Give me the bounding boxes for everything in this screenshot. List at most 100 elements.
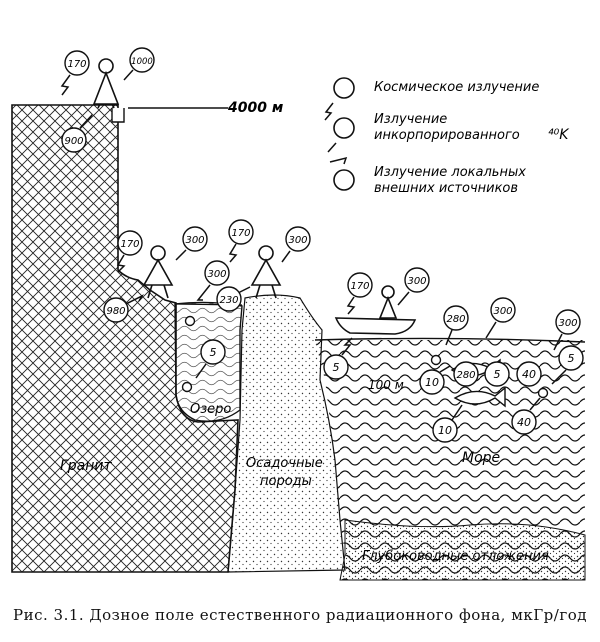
figure-caption: Рис. 3.1. Дозное поле естественного ради… [13,606,587,624]
dose-badge-circle [432,417,458,443]
dose-arrow [237,286,251,294]
dose-badge-sea-right-5: 5 [551,345,584,385]
legend-incorporated-2: инкорпорированного [374,128,520,143]
dose-badge-circle [129,47,155,73]
dose-arrow [195,363,207,379]
dose-badge-circle [182,226,208,252]
dose-arrow [445,329,453,346]
dose-value: 280 [456,370,475,381]
dose-arrow [175,249,187,261]
dose-badge-shore-k40: 300 [281,226,311,263]
dose-badge-sea-300-right: 300 [553,309,581,351]
dose-badge-mountain-k40: 1000 [123,47,155,81]
legend-isotope: ⁴⁰K [548,127,570,143]
dose-value: 300 [493,306,512,317]
dose-badge-circle [117,230,143,256]
radiation-dose-diagram: Космическое излучение Излучение инкорпор… [11,47,586,581]
dose-badge-shore-cosmic: 170 [228,219,254,263]
legend: Космическое излучение Излучение инкорпор… [324,77,570,196]
legend-local-2: внешних источников [374,181,518,196]
dose-badge-circle [200,339,226,365]
dose-arrow [439,365,451,373]
dose-value: 5 [210,346,217,359]
dose-badge-lake-surface: 300 [196,260,230,301]
dose-arrow [125,294,144,305]
dose-badge-sea-deep-10: 10 [432,404,463,443]
dose-badge-circle [516,361,542,387]
dose-value: 300 [407,276,426,287]
dose-badge-circle [443,305,469,331]
dose-badge-circle [555,309,581,335]
dose-badge-circle [404,267,430,293]
depth-label: 100 м [368,378,404,392]
altitude-label: 4000 м [227,100,283,116]
dose-value: 170 [67,59,86,70]
dose-arrow [346,296,356,315]
dose-badge-circle [228,219,254,245]
dose-badge-mountain-local: 900 [61,114,93,153]
dose-badge-plateau-k40: 300 [175,226,208,261]
dose-badge-plateau-cosmic: 170 [116,230,143,273]
dose-arrow [281,250,291,263]
granite-label: Гранит [60,458,113,474]
dose-value: 280 [446,314,465,325]
dose-arrow [196,284,211,301]
dose-badge-circle [103,297,129,323]
dose-badge-circle [347,272,373,298]
sea-label: Море [462,450,500,466]
dose-value: 5 [494,368,501,381]
dose-arrow [397,291,410,306]
dose-badge-sea-fish-280: 280 [453,361,479,387]
dose-badge-circle [490,297,516,323]
dose-value: 40 [517,416,531,429]
dose-arrow [116,254,126,273]
dose-badge-sea-fish-10: 10 [419,365,451,395]
dose-arrow [341,337,353,356]
source-dot [181,381,193,393]
dose-badge-circle [61,127,87,153]
dose-value: 980 [106,306,125,317]
dose-badge-mountain-cosmic: 170 [60,50,90,96]
dose-arrow [553,333,563,351]
dose-value: 1000 [131,57,153,67]
dose-value: 10 [438,424,452,437]
dose-value: 40 [522,368,536,381]
deep-sediments-label: Глубоководные отложения [362,549,549,564]
dose-value: 170 [120,239,139,250]
boat [334,285,417,335]
dose-badge-sea-fish-40: 40 [516,361,542,387]
peak-marker [111,107,228,123]
source-dot [184,315,196,327]
person-shore [250,245,282,299]
dose-value: 300 [288,235,307,246]
dose-badge-circle [204,260,230,286]
granite [11,104,239,573]
fish-lower [453,386,506,408]
dose-badge-plateau-local: 980 [103,294,144,323]
dose-badge-circle [64,50,90,76]
dose-badge-boat-cosmic: 170 [346,272,373,315]
deep-sea-deposits [339,519,586,581]
dose-badge-shore-local: 230 [216,286,251,312]
dose-value: 10 [425,376,439,389]
dose-badge-circle [323,354,349,380]
person-plateau [142,245,174,299]
dose-badge-circle [285,226,311,252]
source-dot [537,387,549,399]
sediment-label-1: Осадочные [246,456,323,471]
dose-value: 5 [333,361,340,374]
dose-badge-boat-k40: 300 [397,267,430,306]
person-mountain [92,58,120,109]
dose-badge-circle [453,361,479,387]
dose-badge-sea-surface: 5 [323,337,353,380]
dose-badge-circle [558,345,584,371]
dose-value: 170 [231,228,250,239]
dose-arrow [551,369,567,385]
dose-badge-circle [216,286,242,312]
dose-arrow [123,69,134,81]
dose-badge-sea-300-top: 300 [485,297,516,339]
dose-arrow [529,397,541,411]
dose-value: 5 [568,352,575,365]
sediment-label-2: породы [260,474,312,489]
dose-value: 300 [207,269,226,280]
